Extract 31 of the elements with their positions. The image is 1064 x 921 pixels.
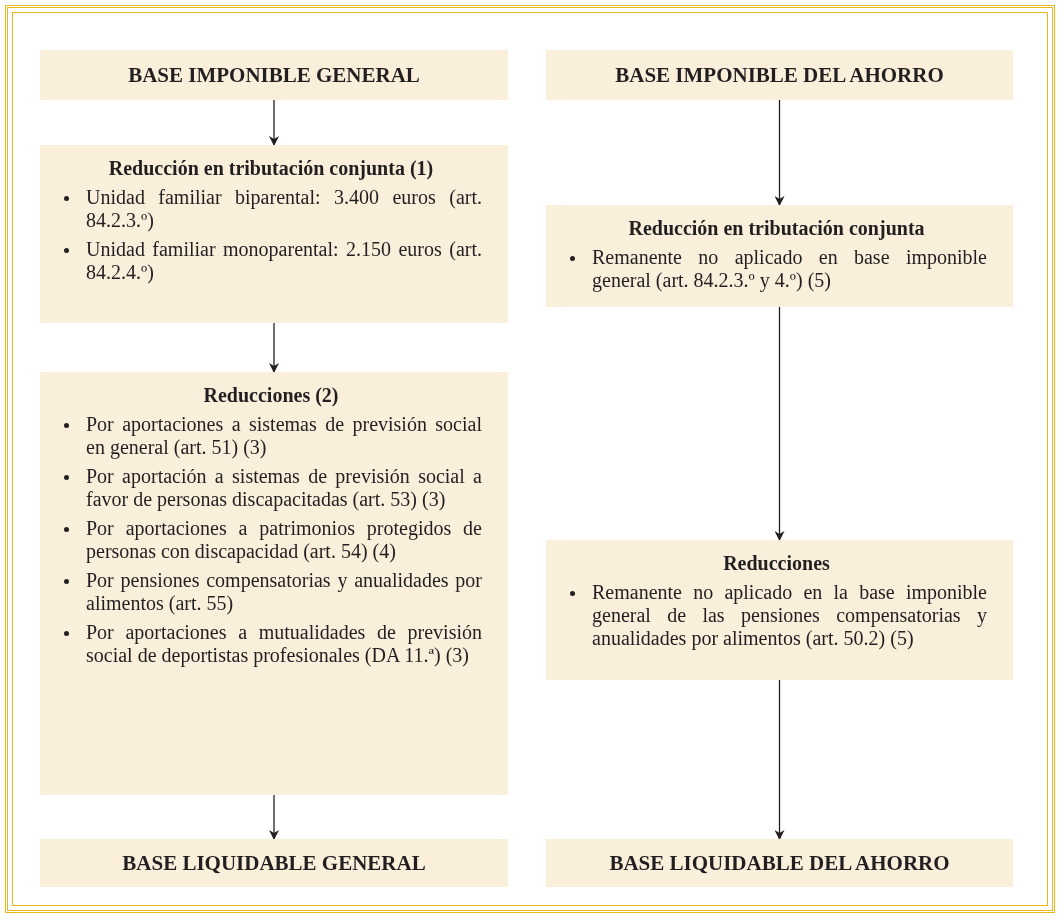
box-heading: Reducciones	[722, 552, 831, 575]
process-box	[546, 839, 1013, 887]
box-heading: Reducciones (2)	[202, 384, 340, 407]
process-box	[546, 205, 1013, 307]
box-title: BASE LIQUIDABLE GENERAL	[122, 850, 426, 876]
box-title: BASE IMPONIBLE GENERAL	[128, 62, 420, 88]
arrow	[774, 99, 785, 206]
process-box	[40, 372, 508, 795]
bullet-text: Por aportaciones a sistemas de previsión social en general (art. 51) (3)	[86, 413, 482, 458]
bullet-text: Remanente no aplicado en la base imponible general de las pensiones compensatorias y anualidades por alimentos (art. 50.2) (5)	[592, 581, 987, 649]
arrow	[269, 794, 279, 840]
process-box	[40, 839, 508, 887]
process-box	[40, 50, 508, 100]
arrow	[269, 322, 279, 373]
process-box	[40, 145, 508, 323]
bullet-text: Por pensiones compensatorias y anualidades por alimentos (art. 55)	[86, 569, 482, 614]
bullet-text: Por aportaciones a mutualidades de previsión social de deportistas profesionales (DA 11.ª) (3)	[86, 621, 482, 666]
bullet-text: Por aportaciones a patrimonios protegidos de personas con discapacidad (art. 54) (4)	[86, 517, 482, 562]
bullet-text: Por aportación a sistemas de previsión social a favor de personas discapacitadas (art. 53) (3)	[86, 465, 482, 510]
arrow	[774, 679, 785, 840]
process-box	[546, 50, 1013, 100]
arrow	[269, 99, 279, 146]
bullet-text: Unidad familiar monoparental: 2.150 euros (art. 84.2.4.º)	[86, 238, 482, 283]
box-title: BASE IMPONIBLE DEL AHORRO	[615, 62, 944, 88]
bullet-text: Unidad familiar biparental: 3.400 euros (art. 84.2.3.º)	[86, 186, 482, 231]
process-box	[546, 540, 1013, 680]
arrow	[774, 306, 785, 541]
box-heading: Reducción en tributación conjunta	[627, 217, 926, 240]
box-heading: Reducción en tributación conjunta (1)	[107, 157, 435, 180]
bullet-text: Remanente no aplicado en base imponible general (art. 84.2.3.º y 4.º) (5)	[592, 246, 987, 291]
box-title: BASE LIQUIDABLE DEL AHORRO	[609, 850, 950, 876]
